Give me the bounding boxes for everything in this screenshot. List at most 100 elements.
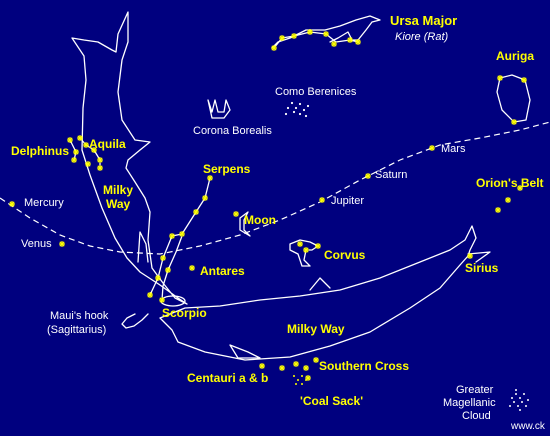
- star-45: [279, 365, 285, 371]
- star-43: [467, 253, 473, 259]
- credit-text: www.ck: [511, 421, 545, 432]
- ecliptic-line: [0, 121, 550, 255]
- star-23: [193, 209, 199, 215]
- star-9: [497, 75, 503, 81]
- milky-way-shark-outline: [71, 11, 188, 305]
- coal-sack-dots: [293, 375, 307, 385]
- magellanic-cloud-dots: [509, 389, 529, 411]
- milky-way-label-line1: Milky: [103, 183, 134, 197]
- antares-label: Antares: [200, 264, 245, 278]
- delphinus-line: [69, 139, 77, 161]
- star-32: [429, 145, 435, 151]
- star-11: [511, 119, 517, 125]
- star-28: [147, 292, 153, 298]
- star-21: [207, 175, 213, 181]
- star-2: [279, 35, 285, 41]
- star-10: [521, 77, 527, 83]
- lower-shark-outline: [159, 225, 477, 361]
- auriga-outline: [496, 74, 531, 123]
- star-44: [259, 363, 265, 369]
- star-12: [67, 137, 73, 143]
- mauis-hook-label-line2: (Sagittarius): [47, 324, 107, 336]
- centauri-label: Centauri a & b: [187, 371, 269, 385]
- star-49: [305, 375, 311, 381]
- star-15: [77, 135, 83, 141]
- star-34: [319, 197, 325, 203]
- jupiter-label: Jupiter: [331, 195, 365, 207]
- corvus-label: Corvus: [324, 248, 366, 262]
- milky-way-label-line2: Way: [106, 197, 131, 211]
- como-berenices-dots: [284, 101, 310, 118]
- lower-shark-dorsal: [309, 277, 331, 291]
- star-24: [179, 231, 185, 237]
- aquila-label: Aquila: [89, 137, 126, 151]
- milky-way-lower-label: Milky Way: [287, 322, 345, 336]
- ursa-major-label: Ursa Major: [390, 13, 458, 28]
- como-berenices-label: Como Berenices: [275, 86, 357, 98]
- mars-label: Mars: [441, 143, 466, 155]
- mauis-hook-shape: [121, 313, 149, 329]
- star-13: [73, 149, 79, 155]
- southern-cross-label: Southern Cross: [319, 359, 410, 373]
- rat-outline: [289, 15, 381, 43]
- star-48: [313, 357, 319, 363]
- star-36: [59, 241, 65, 247]
- star-25: [169, 233, 175, 239]
- serpens-label: Serpens: [203, 162, 251, 176]
- star-31: [159, 297, 165, 303]
- star-39: [495, 207, 501, 213]
- sirius-label: Sirius: [465, 261, 499, 275]
- star-4: [307, 29, 313, 35]
- star-6: [331, 41, 337, 47]
- stars-group: [9, 29, 527, 381]
- star-47: [303, 365, 309, 371]
- upper-shark-fin: [137, 231, 149, 263]
- scorpio-label: Scorpio: [162, 306, 207, 320]
- star-16: [83, 142, 89, 148]
- coal-sack-label: 'Coal Sack': [300, 394, 364, 408]
- star-37: [517, 185, 523, 191]
- venus-label: Venus: [21, 238, 52, 250]
- saturn-label: Saturn: [375, 169, 408, 181]
- corona-borealis-shape: [207, 99, 231, 119]
- delphinus-label: Delphinus: [11, 144, 70, 158]
- moon-label: Moon: [244, 213, 276, 227]
- mercury-label: Mercury: [24, 197, 64, 209]
- lower-shark-fin: [229, 344, 261, 359]
- auriga-label: Auriga: [496, 49, 535, 63]
- corona-borealis-label: Corona Borealis: [193, 125, 272, 137]
- star-38: [505, 197, 511, 203]
- star-35: [9, 201, 15, 207]
- star-7: [347, 37, 353, 43]
- star-14: [71, 157, 77, 163]
- star-17: [91, 147, 97, 153]
- star-42: [303, 247, 309, 253]
- star-41: [315, 243, 321, 249]
- star-20: [85, 161, 91, 167]
- kiore-label: Kiore (Rat): [395, 31, 449, 43]
- star-8: [355, 39, 361, 45]
- star-29: [189, 265, 195, 271]
- scorpio-line: [161, 235, 183, 301]
- star-30: [165, 267, 171, 273]
- star-33: [365, 173, 371, 179]
- star-50: [233, 211, 239, 217]
- star-46: [293, 361, 299, 367]
- star-3: [291, 33, 297, 39]
- magellanic-label-line3: Cloud: [462, 410, 491, 422]
- star-40: [297, 241, 303, 247]
- lower-shark-tail: [467, 251, 491, 263]
- orions-belt-label: Orion's Belt: [476, 176, 544, 190]
- magellanic-label-line1: Greater: [456, 384, 494, 396]
- star-1: [271, 45, 277, 51]
- star-27: [155, 275, 161, 281]
- star-5: [323, 31, 329, 37]
- star-26: [160, 255, 166, 261]
- moon-shape: [239, 211, 251, 237]
- ursa-major-line: [273, 31, 359, 49]
- star-19: [97, 165, 103, 171]
- magellanic-label-line2: Magellanic: [443, 397, 496, 409]
- corvus-shape: [289, 239, 319, 267]
